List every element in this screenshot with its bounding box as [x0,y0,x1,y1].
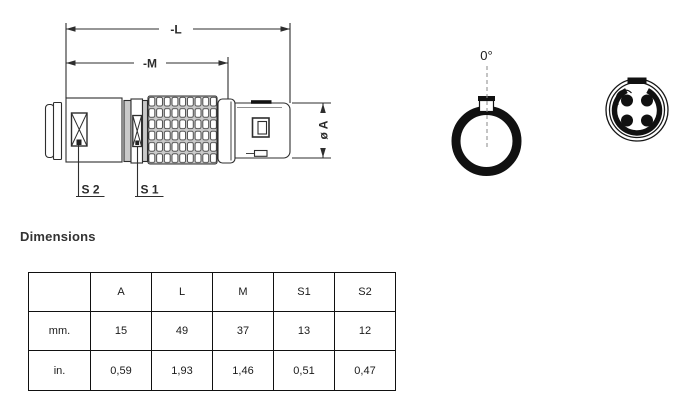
arrowhead-L-right [280,26,290,32]
rear-cap-outer [44,103,55,159]
rear-cap-rim [52,101,63,161]
zero-degree-label: 0° [480,48,492,63]
connector-side-view: -L -M [44,21,332,198]
table-cell: 0,51 [273,350,335,391]
arrowhead-diameter-bottom [320,148,326,158]
table-cell: 49 [151,311,213,351]
dimension-label-L: -L [170,23,181,37]
ring-band-1 [123,99,132,163]
key-tab [478,96,495,101]
knurled-grip [147,95,218,165]
table-cell: 0,47 [334,350,396,391]
dimension-label-M: -M [143,57,157,71]
table-header-cell-blank [28,272,91,312]
table-header-row: A L M S1 S2 [28,272,396,312]
table-header-cell-s1: S1 [273,272,335,312]
row-label-in: in. [28,350,91,391]
s1-label: S 1 [140,183,158,197]
plug-barrel [234,102,291,159]
dimensions-table: A L M S1 S2 mm. 15 49 37 13 12 in. 0,59 … [28,272,396,391]
contact-face-view [605,77,669,142]
table-cell: 1,93 [151,350,213,391]
collar [217,98,236,164]
face-insulator-ring [611,88,663,136]
table-header-cell-l: L [151,272,213,312]
table-row-in: in. 0,59 1,93 1,46 0,51 0,47 [28,350,396,391]
dimension-label-diameter: ø A [317,120,331,139]
arrowhead-L-left [66,26,76,32]
table-cell: 15 [90,311,152,351]
s1-wrench-symbol [132,114,143,148]
s2-label: S 2 [81,183,99,197]
table-cell: 37 [212,311,274,351]
contact-pin-4 [641,114,653,127]
key-ring [451,106,522,176]
latch-slot-top [251,100,272,104]
table-header-cell-m: M [212,272,274,312]
arrowhead-M-left [66,60,76,66]
technical-drawing: -L -M [44,21,669,198]
section-title: Dimensions [20,229,96,244]
contact-pin-3 [621,114,633,127]
table-cell: 1,46 [212,350,274,391]
table-header-cell-a: A [90,272,152,312]
bottom-notch [246,149,268,157]
table-row-mm: mm. 15 49 37 13 12 [28,311,396,351]
table-cell: 13 [273,311,335,351]
s2-wrench-symbol [70,112,88,147]
table-header-cell-s2: S2 [334,272,396,312]
row-label-mm: mm. [28,311,91,351]
table-cell: 12 [334,311,396,351]
face-inner-circle [608,81,666,139]
arrowhead-M-right [218,60,228,66]
contact-pin-2 [641,94,653,107]
face-key-tab [627,77,647,84]
table-cell: 0,59 [90,350,152,391]
contact-pin-1 [621,94,633,107]
pin1-index-arc [615,89,632,105]
arrowhead-diameter-top [320,103,326,113]
keying-orientation-view: 0° [451,48,522,176]
ring-band-2 [141,99,149,163]
latch-window [251,117,270,138]
